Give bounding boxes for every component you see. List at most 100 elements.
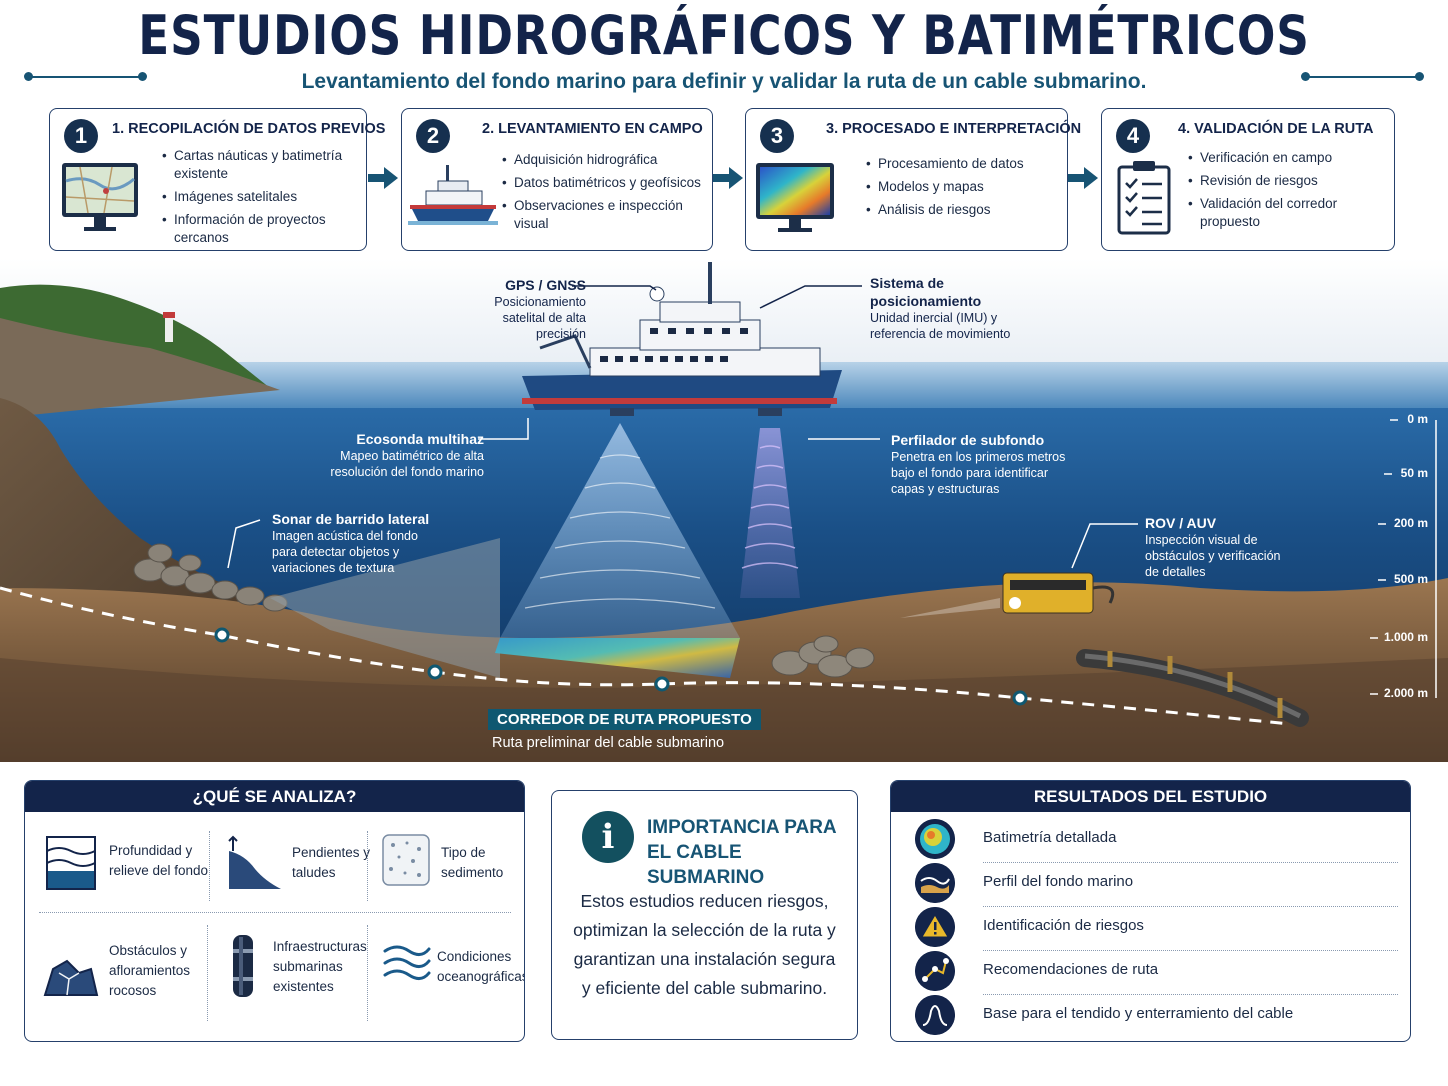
multibeam-label: Ecosonda multihaz Mapeo batimétrico de a… [330,431,484,479]
positioning-label: Sistema de posicionamiento Unidad inerci… [870,275,1011,341]
depth-tick-label: 2.000 m [1383,686,1428,700]
survey-scene: GPS / GNSS Posicionamiento satelital de … [0,258,1448,762]
result-label: Recomendaciones de ruta [983,961,1159,978]
header-dot-right-end [1415,72,1424,81]
rocks-icon [43,959,99,996]
info-icon: i [582,811,634,863]
flow-arrow-icon [1068,167,1098,189]
header-dot-left-end [138,72,147,81]
cable-laying-icon [915,995,955,1035]
analysis-item-label: Obstáculos y afloramientos rocosos [109,943,191,998]
depth-tick-label: 0 m [1407,412,1428,426]
slope-icon [228,835,281,889]
divider [367,831,368,901]
page-title: ESTUDIOS HIDROGRÁFICOS Y BATIMÉTRICOS [138,4,1310,67]
step-number-badge: 1 [64,119,98,153]
route-icon [915,951,955,991]
step-card-1: 1 1. RECOPILACIÓN DE DATOS PREVIOS Carta… [49,108,385,252]
step-list: Procesamiento de datos Modelos y mapas A… [866,155,1062,224]
analysis-panel: ¿QUÉ SE ANALIZA? Profundidad y relieve d… [24,780,525,1042]
list-item: Revisión de riesgos [1188,172,1388,190]
importance-panel: i IMPORTANCIA PARA EL CABLE SUBMARINO Es… [551,790,858,1040]
result-label: Batimetría detallada [983,829,1117,846]
step-list: Adquisición hidrográfica Datos batimétri… [502,151,710,238]
header-rule-left [28,76,143,78]
result-row: Batimetría detallada [915,817,1398,863]
gps-label: GPS / GNSS Posicionamiento satelital de … [494,277,586,341]
importance-text: Estos estudios reducen riesgos, optimiza… [573,891,836,998]
depth-tick-label: 200 m [1393,516,1428,530]
survey-ship-icon [408,165,498,225]
step-number-badge: 2 [416,119,450,153]
flow-arrow-icon [368,167,398,189]
analysis-item-label: Tipo de sedimento [441,845,504,880]
list-item: Adquisición hidrográfica [502,151,710,169]
depth-profile-icon [46,836,96,890]
divider [39,912,511,913]
results-panel: RESULTADOS DEL ESTUDIO Batimetría detall… [890,780,1411,1042]
header-dot-right [1301,72,1310,81]
result-row: Identificación de riesgos [915,905,1398,951]
divider [207,925,208,1021]
result-label: Identificación de riesgos [983,917,1144,934]
step-card-3: 3 3. PROCESADO E INTERPRETACIÓN Procesam… [745,108,1081,251]
monitor-map-icon [62,163,138,231]
result-row: Base para el tendido y enterramiento del… [915,993,1398,1037]
warning-icon [915,907,955,947]
list-item: Imágenes satelitales [162,188,362,206]
step-card-2: 2 2. LEVANTAMIENTO EN CAMPO Adquisición … [401,108,713,251]
rov-vehicle [900,572,1115,618]
analysis-item-label: Infraestructuras submarinas existentes [273,939,367,994]
page-subtitle: Levantamiento del fondo marino para defi… [301,70,1147,93]
result-label: Perfil del fondo marino [983,873,1134,890]
step-card-4: 4 4. VALIDACIÓN DE LA RUTA Verificación … [1101,108,1395,251]
sediment-icon [382,834,430,886]
list-item: Cartas náuticas y batimetría existente [162,147,362,183]
header-dot-left [24,72,33,81]
list-item: Análisis de riesgos [866,201,1062,219]
flow-arrow-icon [713,167,743,189]
step-title: 1. RECOPILACIÓN DE DATOS PREVIOS [112,121,386,137]
step-title: 4. VALIDACIÓN DE LA RUTA [1178,121,1374,137]
list-item: Información de proyectos cercanos [162,211,362,247]
step-list: Cartas náuticas y batimetría existente I… [162,147,362,252]
result-label: Base para el tendido y enterramiento del… [983,1005,1294,1022]
checklist-clipboard-icon [1117,161,1171,235]
list-item: Verificación en campo [1188,149,1388,167]
list-item: Modelos y mapas [866,178,1062,196]
list-item: Datos batimétricos y geofísicos [502,174,710,192]
seabed-profile-icon [915,863,955,903]
route-line [0,586,1291,726]
list-item: Observaciones e inspección visual [502,197,710,233]
divider [209,831,210,901]
monitor-heatmap-icon [756,163,834,232]
sidescan-label: Sonar de barrido lateral Imagen acústica… [272,511,430,575]
depth-tick-label: 50 m [1400,466,1428,480]
step-title: 3. PROCESADO E INTERPRETACIÓN [826,121,1082,137]
result-row: Recomendaciones de ruta [915,949,1398,995]
analysis-item-label: Profundidad y relieve del fondo [109,843,209,878]
corridor-subtitle: Ruta preliminar del cable submarino [492,735,725,751]
list-item: Procesamiento de datos [866,155,1062,173]
step-list: Verificación en campo Revisión de riesgo… [1188,149,1388,236]
step-number-badge: 4 [1116,119,1150,153]
survey-ship [522,262,842,416]
subbottom-label: Perfilador de subfondo Penetra en los pr… [891,432,1066,496]
header-rule-right [1305,76,1420,78]
scene-illustration [0,258,1448,762]
rov-label: ROV / AUV Inspección visual de obstáculo… [1145,515,1281,579]
panel-title: ¿QUÉ SE ANALIZA? [25,781,524,812]
pipe-icon [233,935,253,997]
importance-title: IMPORTANCIA PARA EL CABLE SUBMARINO [647,817,836,888]
bathymetry-icon [915,819,955,859]
step-title: 2. LEVANTAMIENTO EN CAMPO [482,121,703,137]
currents-icon [383,945,431,980]
divider [367,925,368,1021]
existing-pipe [1076,649,1309,727]
result-row: Perfil del fondo marino [915,861,1398,907]
depth-tick-label: 500 m [1393,572,1428,586]
step-number-badge: 3 [760,119,794,153]
analysis-item-label: Pendientes y taludes [292,845,371,880]
depth-tick-label: 1.000 m [1383,630,1428,644]
list-item: Validación del corredor propuesto [1188,195,1388,231]
